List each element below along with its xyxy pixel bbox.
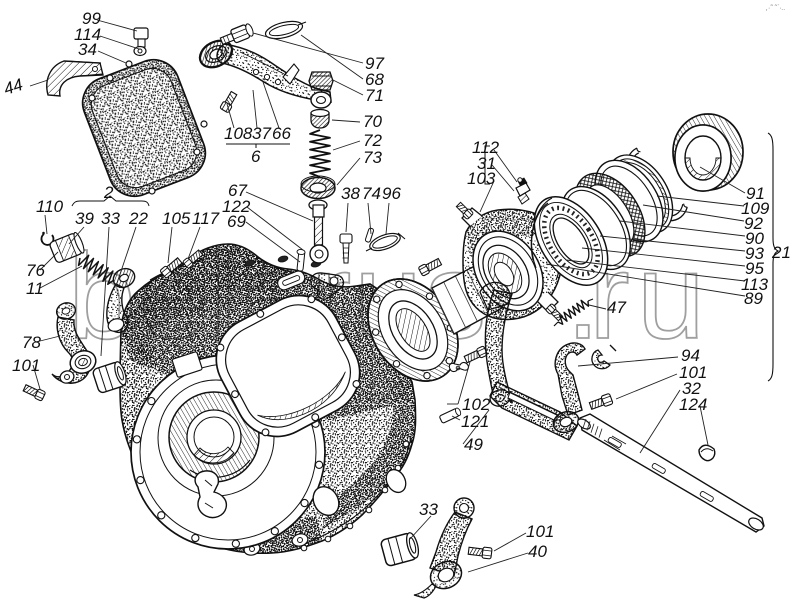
svg-text:78: 78 (22, 333, 41, 352)
svg-text:113: 113 (741, 275, 769, 294)
svg-text:2: 2 (103, 183, 114, 202)
svg-text:11: 11 (26, 279, 44, 298)
svg-text:89: 89 (744, 289, 763, 308)
svg-text:102: 102 (462, 395, 491, 414)
svg-text:101: 101 (526, 522, 554, 541)
svg-text:34: 34 (78, 40, 97, 59)
svg-text:40: 40 (528, 542, 547, 561)
svg-text:47: 47 (607, 298, 626, 317)
svg-text:49: 49 (464, 435, 483, 454)
svg-text:31: 31 (477, 154, 496, 173)
svg-text:33: 33 (419, 500, 438, 519)
svg-text:76: 76 (26, 261, 45, 280)
svg-text:90: 90 (745, 229, 764, 248)
svg-text:73: 73 (363, 148, 382, 167)
svg-text:74: 74 (362, 184, 381, 203)
svg-text:,·˜ ˜˙·..: ,·˜ ˜˙·.. (766, 4, 785, 12)
svg-text:112: 112 (472, 138, 500, 157)
svg-text:110: 110 (36, 197, 64, 216)
svg-text:93: 93 (745, 244, 764, 263)
svg-text:97: 97 (365, 54, 384, 73)
svg-text:u: u (637, 228, 705, 364)
svg-text:99: 99 (82, 9, 101, 28)
svg-text:103: 103 (467, 169, 496, 188)
svg-text:68: 68 (365, 70, 384, 89)
svg-text:101: 101 (12, 356, 40, 375)
svg-text:91: 91 (746, 184, 765, 203)
svg-text:101: 101 (679, 363, 707, 382)
svg-text:124: 124 (679, 395, 707, 414)
svg-text:37: 37 (252, 124, 271, 143)
svg-text:114: 114 (74, 25, 101, 44)
svg-text:69: 69 (227, 212, 246, 231)
svg-text:109: 109 (741, 199, 770, 218)
svg-text:105: 105 (162, 209, 191, 228)
svg-text:92: 92 (744, 214, 763, 233)
svg-text:71: 71 (365, 86, 384, 105)
svg-text:6: 6 (251, 147, 261, 166)
svg-text:122: 122 (222, 197, 251, 216)
svg-text:44: 44 (1, 75, 25, 99)
svg-text:32: 32 (682, 379, 701, 398)
svg-text:121: 121 (461, 412, 489, 431)
svg-text:96: 96 (382, 184, 401, 203)
svg-text:117: 117 (192, 209, 220, 228)
svg-text:38: 38 (341, 184, 360, 203)
svg-text:67: 67 (228, 181, 247, 200)
svg-text:33: 33 (101, 209, 120, 228)
svg-text:94: 94 (681, 346, 700, 365)
svg-text:22: 22 (128, 209, 148, 228)
svg-text:66: 66 (272, 124, 291, 143)
svg-text:95: 95 (745, 259, 764, 278)
svg-text:70: 70 (363, 112, 382, 131)
svg-text:108: 108 (224, 124, 253, 143)
svg-text:21: 21 (771, 243, 791, 262)
svg-text:39: 39 (75, 209, 94, 228)
svg-text:72: 72 (363, 131, 382, 150)
